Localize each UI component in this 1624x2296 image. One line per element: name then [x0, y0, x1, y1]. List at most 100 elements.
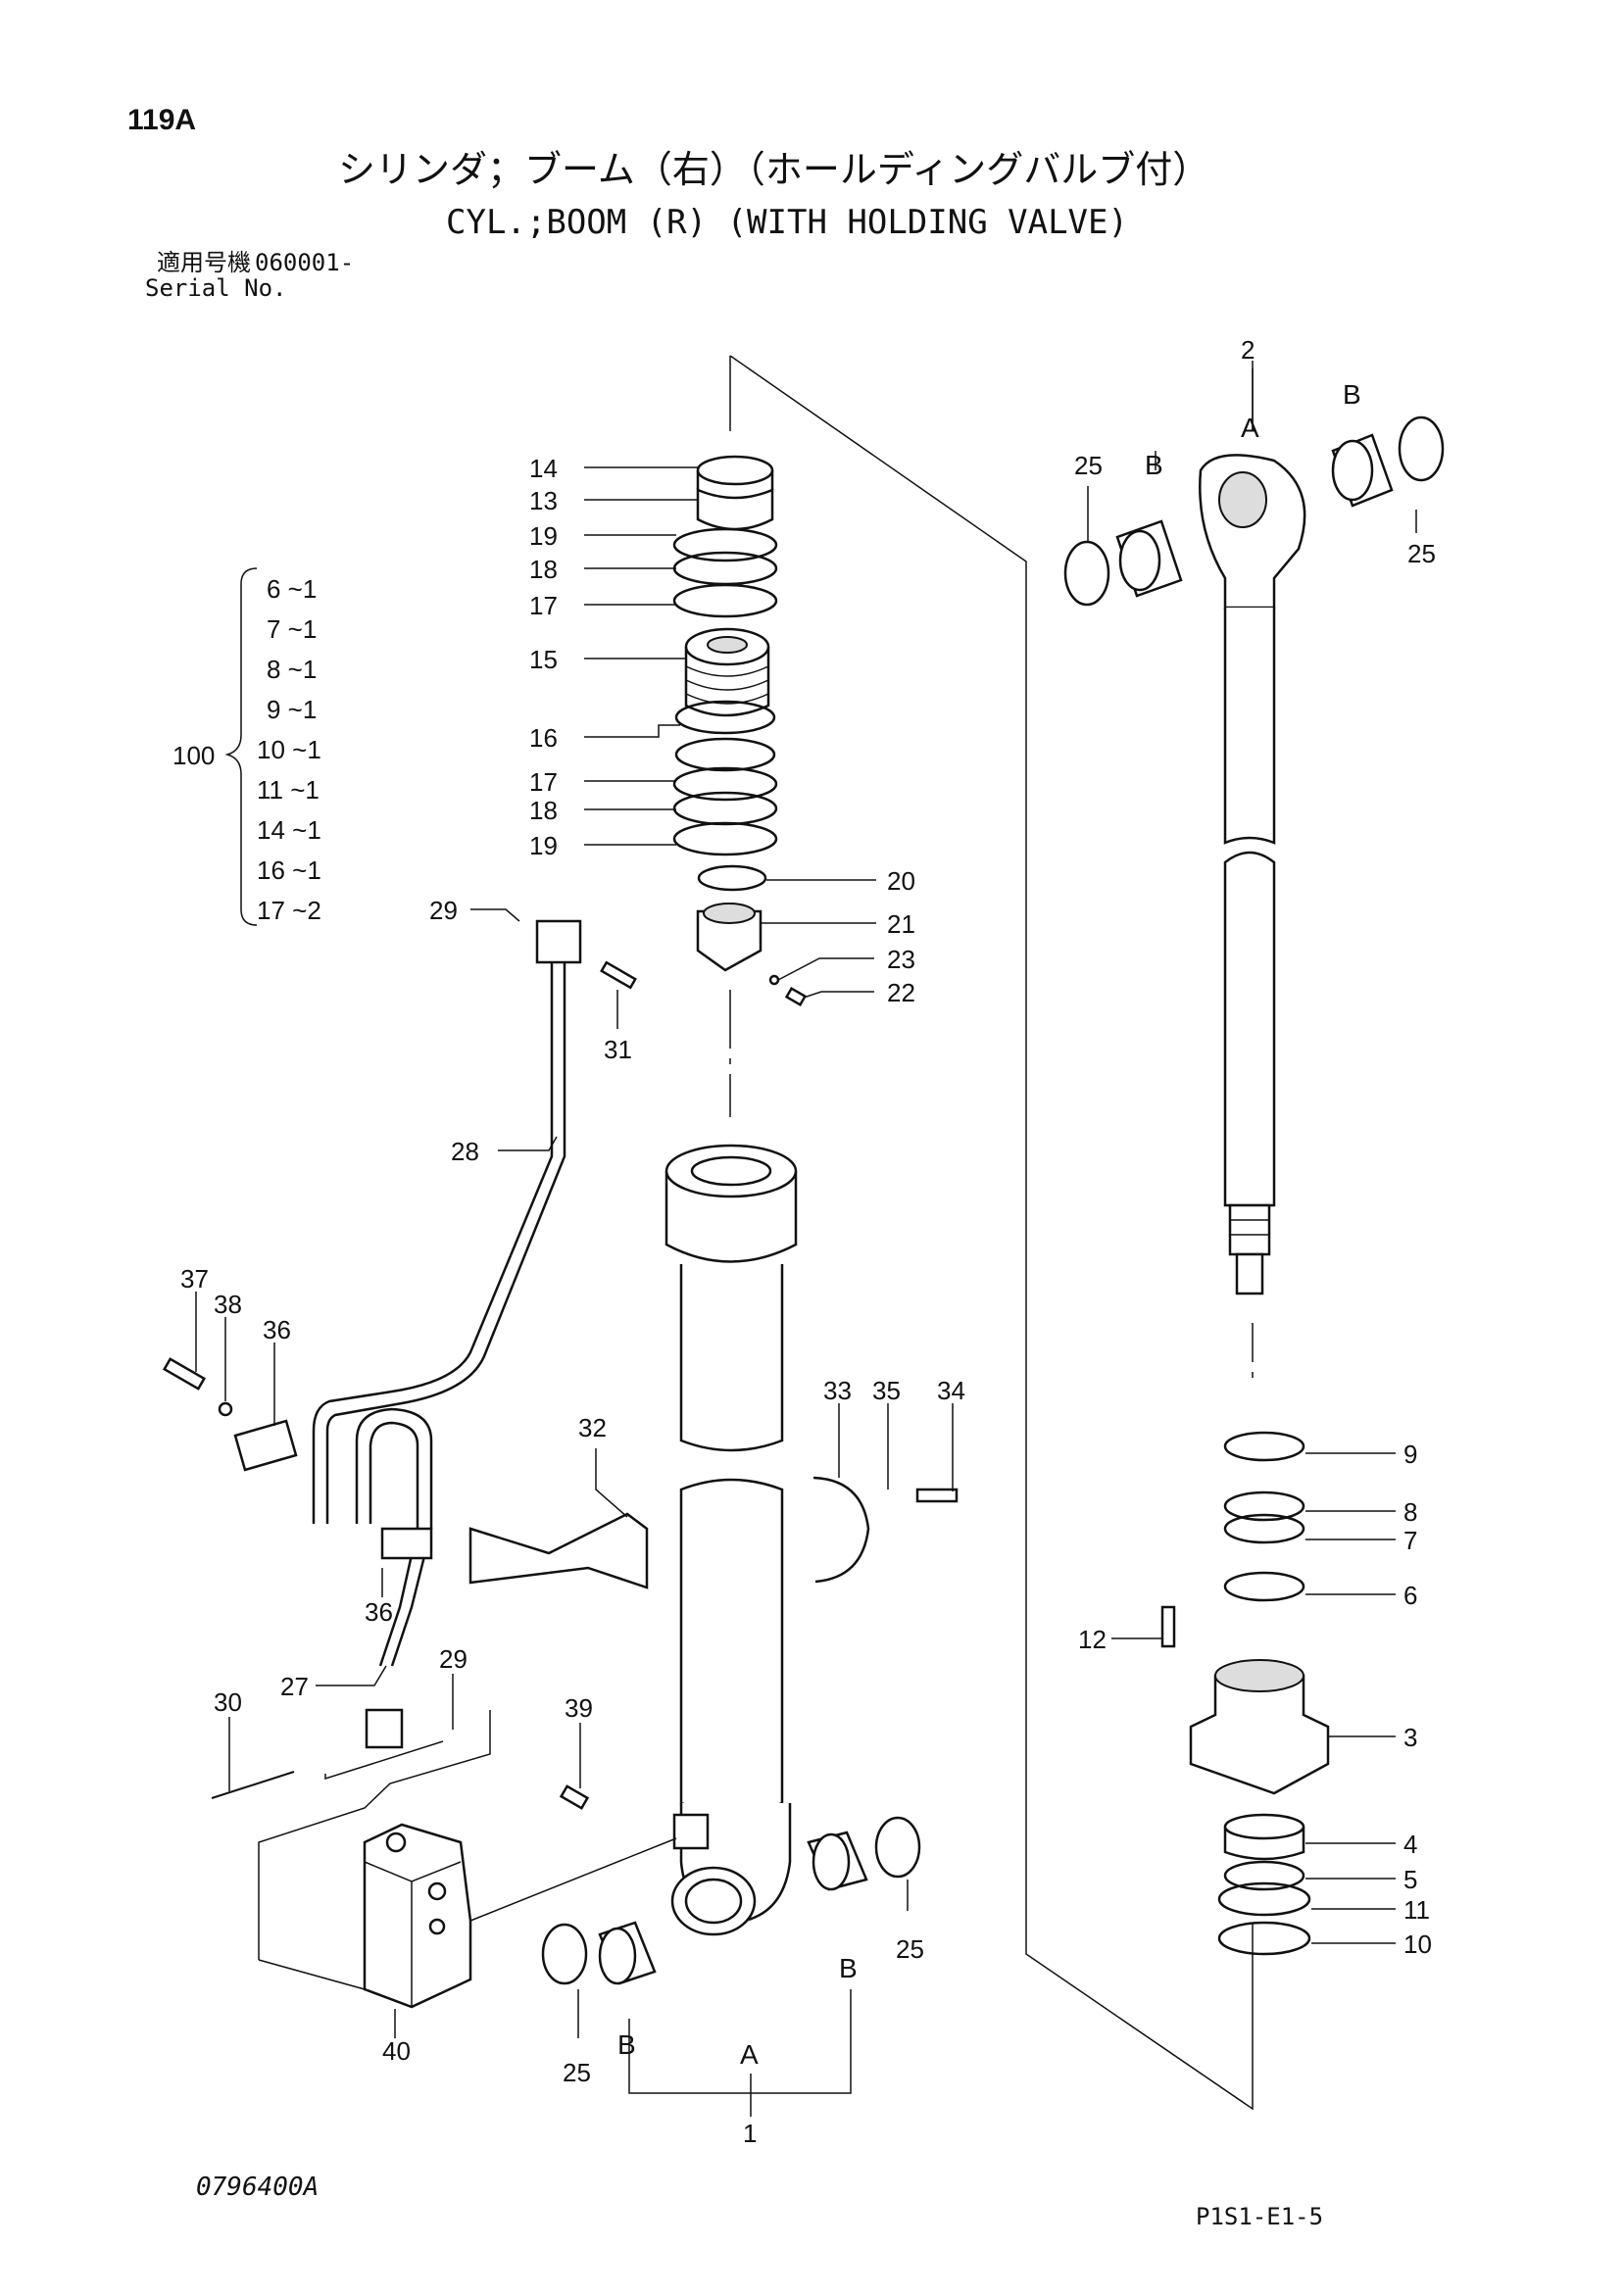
kit-item: 7 ~1 — [267, 614, 317, 644]
callout-B: B — [1343, 379, 1361, 410]
callout-29: 29 — [429, 896, 458, 925]
piston-parts-stack — [672, 455, 808, 1007]
title-japanese: シリンダ；ブーム（右）（ホールディングバルブ付） — [338, 150, 1209, 191]
callout-18: 18 — [529, 796, 558, 825]
part-18-ring — [672, 551, 778, 586]
callout-A: A — [1241, 413, 1259, 443]
callout-39: 39 — [565, 1693, 593, 1723]
part-17-ring — [672, 583, 778, 618]
part-38-washer — [218, 1401, 233, 1417]
piping-and-valve — [162, 919, 959, 2009]
part-36-clamp — [233, 1419, 298, 1472]
serial-label-jp: 適用号機 — [157, 250, 251, 276]
callout-40: 40 — [382, 2036, 411, 2066]
callout-6: 6 — [1403, 1581, 1417, 1610]
kit-item: 9 ~1 — [267, 695, 317, 724]
part-40-holding-valve — [363, 1823, 472, 2009]
callout-12: 12 — [1078, 1625, 1107, 1654]
callout-11: 11 — [1403, 1895, 1430, 1925]
callout-B: B — [1145, 450, 1163, 480]
callout-20: 20 — [887, 866, 915, 896]
callout-1: 1 — [743, 2119, 757, 2148]
part-16-ring — [674, 737, 776, 772]
part-3-gland — [1189, 1674, 1330, 1795]
callout-25: 25 — [896, 1934, 924, 1964]
part-36-clamp — [380, 1527, 433, 1560]
part-11-ring — [1217, 1881, 1311, 1917]
part-13-seal — [696, 488, 774, 531]
callout-37: 37 — [180, 1264, 209, 1294]
callout-17: 17 — [529, 767, 558, 797]
callout-28: 28 — [451, 1137, 479, 1166]
callout-27: 27 — [280, 1672, 309, 1701]
part-20-ring — [697, 864, 767, 892]
kit-item: 14 ~1 — [257, 815, 321, 845]
part-33-clamp — [812, 1476, 870, 1584]
callout-25: 25 — [1407, 539, 1436, 568]
callout-5: 5 — [1403, 1865, 1417, 1894]
callout-3: 3 — [1403, 1723, 1417, 1752]
drawing-number: 0796400A — [196, 2173, 319, 2202]
callout-36: 36 — [365, 1597, 393, 1627]
callout-15: 15 — [529, 645, 558, 674]
callout-38: 38 — [214, 1290, 242, 1319]
part-25-ring — [1398, 415, 1445, 482]
callout-A: A — [740, 2039, 759, 2070]
callout-36: 36 — [263, 1315, 291, 1344]
kit-item: 16 ~1 — [257, 855, 321, 885]
part-5-ring — [1223, 1860, 1305, 1891]
cylinder-tube-assembly — [664, 1144, 798, 1936]
callout-16: 16 — [529, 723, 558, 753]
callout-2: 2 — [1241, 335, 1255, 365]
callout-25: 25 — [1074, 451, 1103, 480]
callout-33: 33 — [823, 1376, 852, 1405]
part-30-stud — [211, 1771, 295, 1799]
callout-leaders — [195, 361, 1417, 2117]
kit-item: 17 ~2 — [257, 896, 321, 925]
part-7-ring — [1223, 1513, 1305, 1544]
part-34-bolt — [915, 1488, 959, 1503]
serial-value: 060001- — [255, 249, 354, 276]
part-31-bolt — [600, 960, 637, 990]
seal-kit-list: 100 6 ~1 7 ~1 8 ~1 9 ~1 10 ~1 11 ~1 14 ~… — [172, 567, 321, 926]
assembly-guide-lines — [729, 355, 1254, 2111]
title-english: CYL.;BOOM (R) (WITH HOLDING VALVE) — [446, 203, 1128, 242]
gland-parts-stack — [1160, 1431, 1330, 1956]
callout-29: 29 — [439, 1644, 468, 1674]
callout-31: 31 — [604, 1035, 632, 1064]
part-18-ring — [672, 791, 778, 826]
part-23-ball — [768, 974, 780, 986]
part-17-ring — [672, 766, 778, 802]
callout-10: 10 — [1403, 1930, 1432, 1959]
callout-B: B — [839, 1953, 858, 1983]
part-22-screw — [784, 986, 808, 1007]
bottom-pin-parts — [541, 1816, 921, 1985]
page-code: P1S1-E1-5 — [1196, 2203, 1323, 2230]
kit-item: 10 ~1 — [257, 735, 321, 764]
part-14-bushing — [696, 455, 774, 486]
callout-34: 34 — [937, 1376, 965, 1405]
part-8-ring — [1223, 1490, 1305, 1522]
part-29-fitting — [535, 919, 582, 964]
part-19-ring — [672, 821, 778, 856]
callout-22: 22 — [887, 978, 915, 1007]
part-27-pipe — [355, 1407, 433, 1667]
callout-4: 4 — [1403, 1830, 1417, 1859]
part-32-bracket — [468, 1512, 649, 1589]
callout-9: 9 — [1403, 1440, 1417, 1469]
callout-B: B — [617, 2029, 636, 2060]
page-id: 119A — [127, 104, 196, 136]
callout-30: 30 — [214, 1687, 242, 1717]
part-25-ring — [874, 1816, 921, 1879]
callout-14: 14 — [529, 454, 558, 483]
callout-13: 13 — [529, 486, 558, 515]
part-16-ring — [674, 700, 776, 735]
kit-item: 11 ~1 — [257, 775, 320, 805]
part-25-ring — [1063, 540, 1110, 607]
callout-19: 19 — [529, 521, 558, 551]
part-28-pipe — [312, 960, 554, 1524]
part-12-bolt — [1160, 1605, 1176, 1648]
callout-21: 21 — [887, 909, 915, 939]
part-25-ring — [541, 1923, 588, 1985]
